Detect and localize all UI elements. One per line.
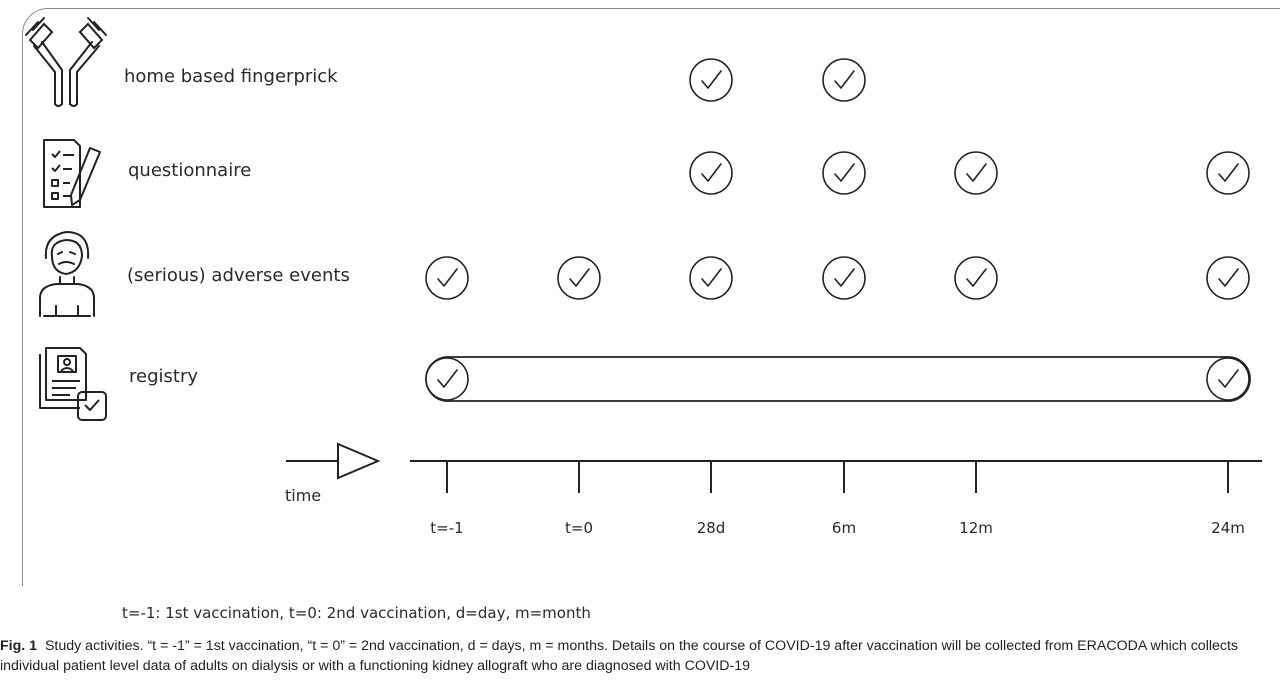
tick-label: 12m [959,519,993,537]
registry-span-bar [425,356,1251,402]
check-icon [822,151,866,195]
tick-label: 28d [696,519,726,537]
caption-prefix: Fig. 1 [0,638,38,654]
sick-person-icon [39,230,95,317]
timeline-ticks [446,461,1229,493]
check-icon [1206,256,1250,300]
check-icon [425,256,469,300]
legend-text: t=-1: 1st vaccination, t=0: 2nd vaccinat… [122,604,591,622]
check-icon [1206,151,1250,195]
check-icon [689,151,733,195]
tick-label: 24m [1211,519,1245,537]
check-icon [822,256,866,300]
check-icon [557,256,601,300]
study-activities-diagram [25,17,1262,493]
figure-panel [22,8,1280,586]
check-icon [1206,357,1250,401]
registry-document-icon [39,347,107,421]
check-icon [689,256,733,300]
row-label-registry: registry [129,366,198,387]
check-icon [954,256,998,300]
row-label-adverse-events: (serious) adverse events [127,265,350,286]
check-icon [425,357,469,401]
check-icon [689,58,733,102]
tick-label: t=-1 [430,519,464,537]
questionnaire-icon [43,139,101,208]
antibody-icon [25,17,107,107]
caption-text: Study activities. “t = -1” = 1st vaccina… [0,638,1239,674]
tick-label: t=0 [565,519,593,537]
check-marks [425,58,1250,401]
check-icon [822,58,866,102]
time-arrow-icon [286,442,381,480]
time-label: time [285,486,322,505]
row-label-questionnaire: questionnaire [128,160,252,181]
figure-caption: Fig. 1 Study activities. “t = -1” = 1st … [0,636,1270,676]
tick-label: 6m [831,519,857,537]
check-icon [954,151,998,195]
row-label-fingerprick: home based fingerprick [124,66,338,87]
